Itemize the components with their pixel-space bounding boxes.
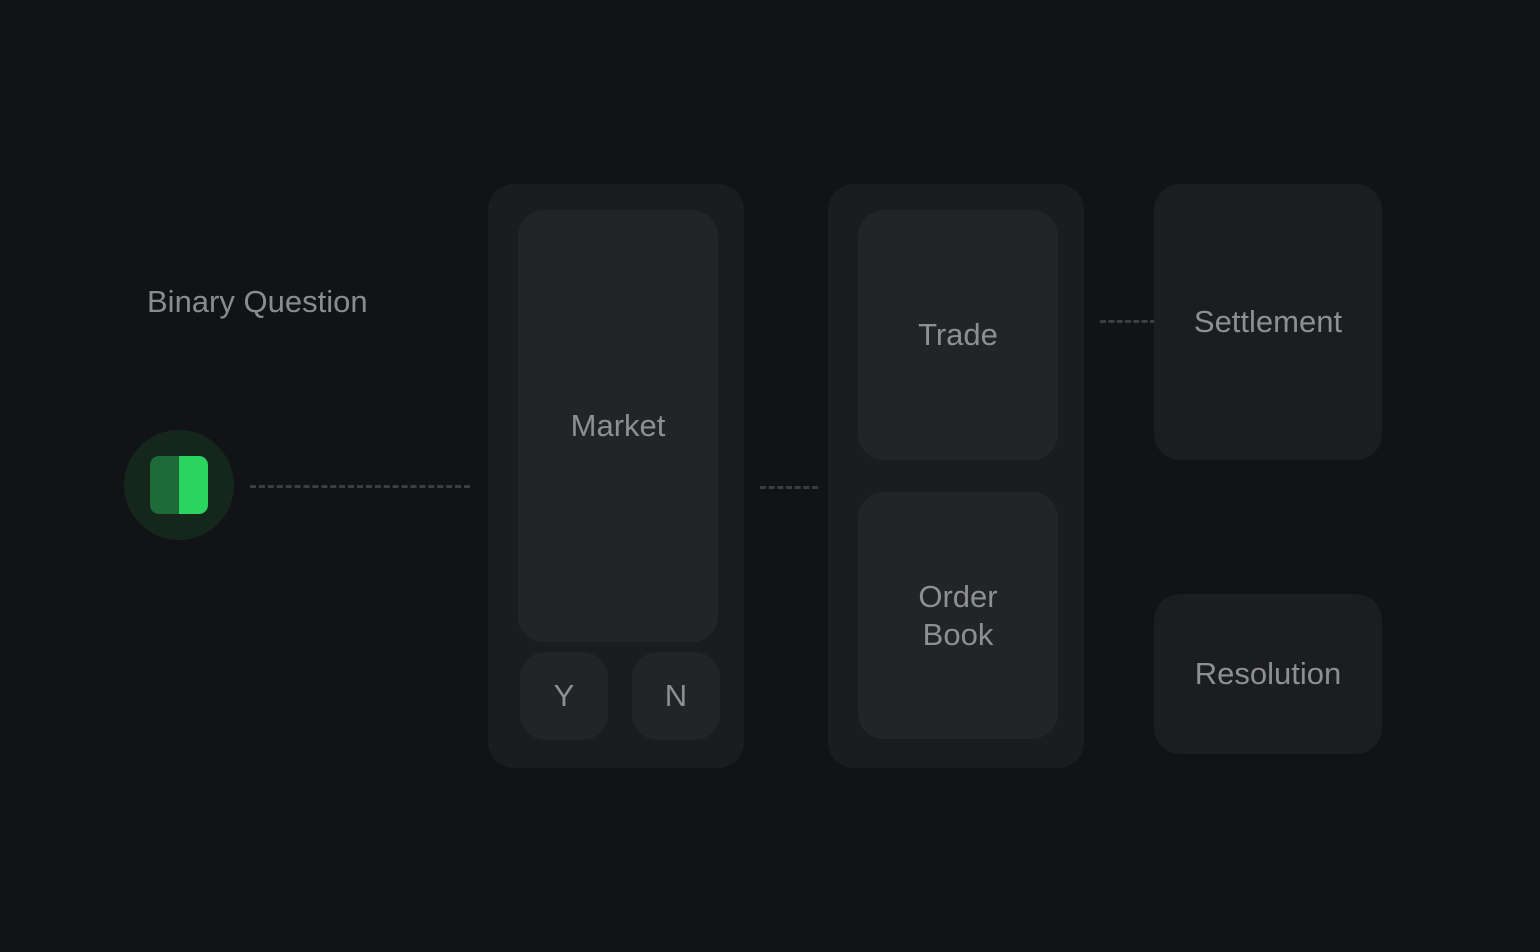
binary-question-badge xyxy=(124,430,234,540)
connector-market-to-exchange xyxy=(760,486,818,489)
trade-node: Trade xyxy=(858,210,1058,460)
market-label: Market xyxy=(570,408,666,443)
outcome-yes-label: Y xyxy=(553,678,575,713)
trade-label: Trade xyxy=(918,317,998,352)
outcome-yes-node: Y xyxy=(520,652,608,740)
resolution-label: Resolution xyxy=(1194,656,1342,691)
binary-question-label: Binary Question xyxy=(147,284,368,319)
toggle-icon-left-half xyxy=(150,456,179,514)
toggle-icon-right-half xyxy=(179,456,208,514)
connector-question-to-market xyxy=(250,485,470,488)
order-book-node: Order Book xyxy=(858,492,1058,739)
toggle-icon xyxy=(150,456,208,514)
settlement-label: Settlement xyxy=(1193,304,1343,339)
market-node: Market xyxy=(518,210,718,642)
outcome-no-node: N xyxy=(632,652,720,740)
settlement-node: Settlement xyxy=(1154,184,1382,460)
outcome-no-label: N xyxy=(664,678,688,713)
resolution-node: Resolution xyxy=(1154,594,1382,754)
connector-trade-to-settlement xyxy=(1100,320,1156,323)
order-book-label: Order Book xyxy=(918,578,998,652)
